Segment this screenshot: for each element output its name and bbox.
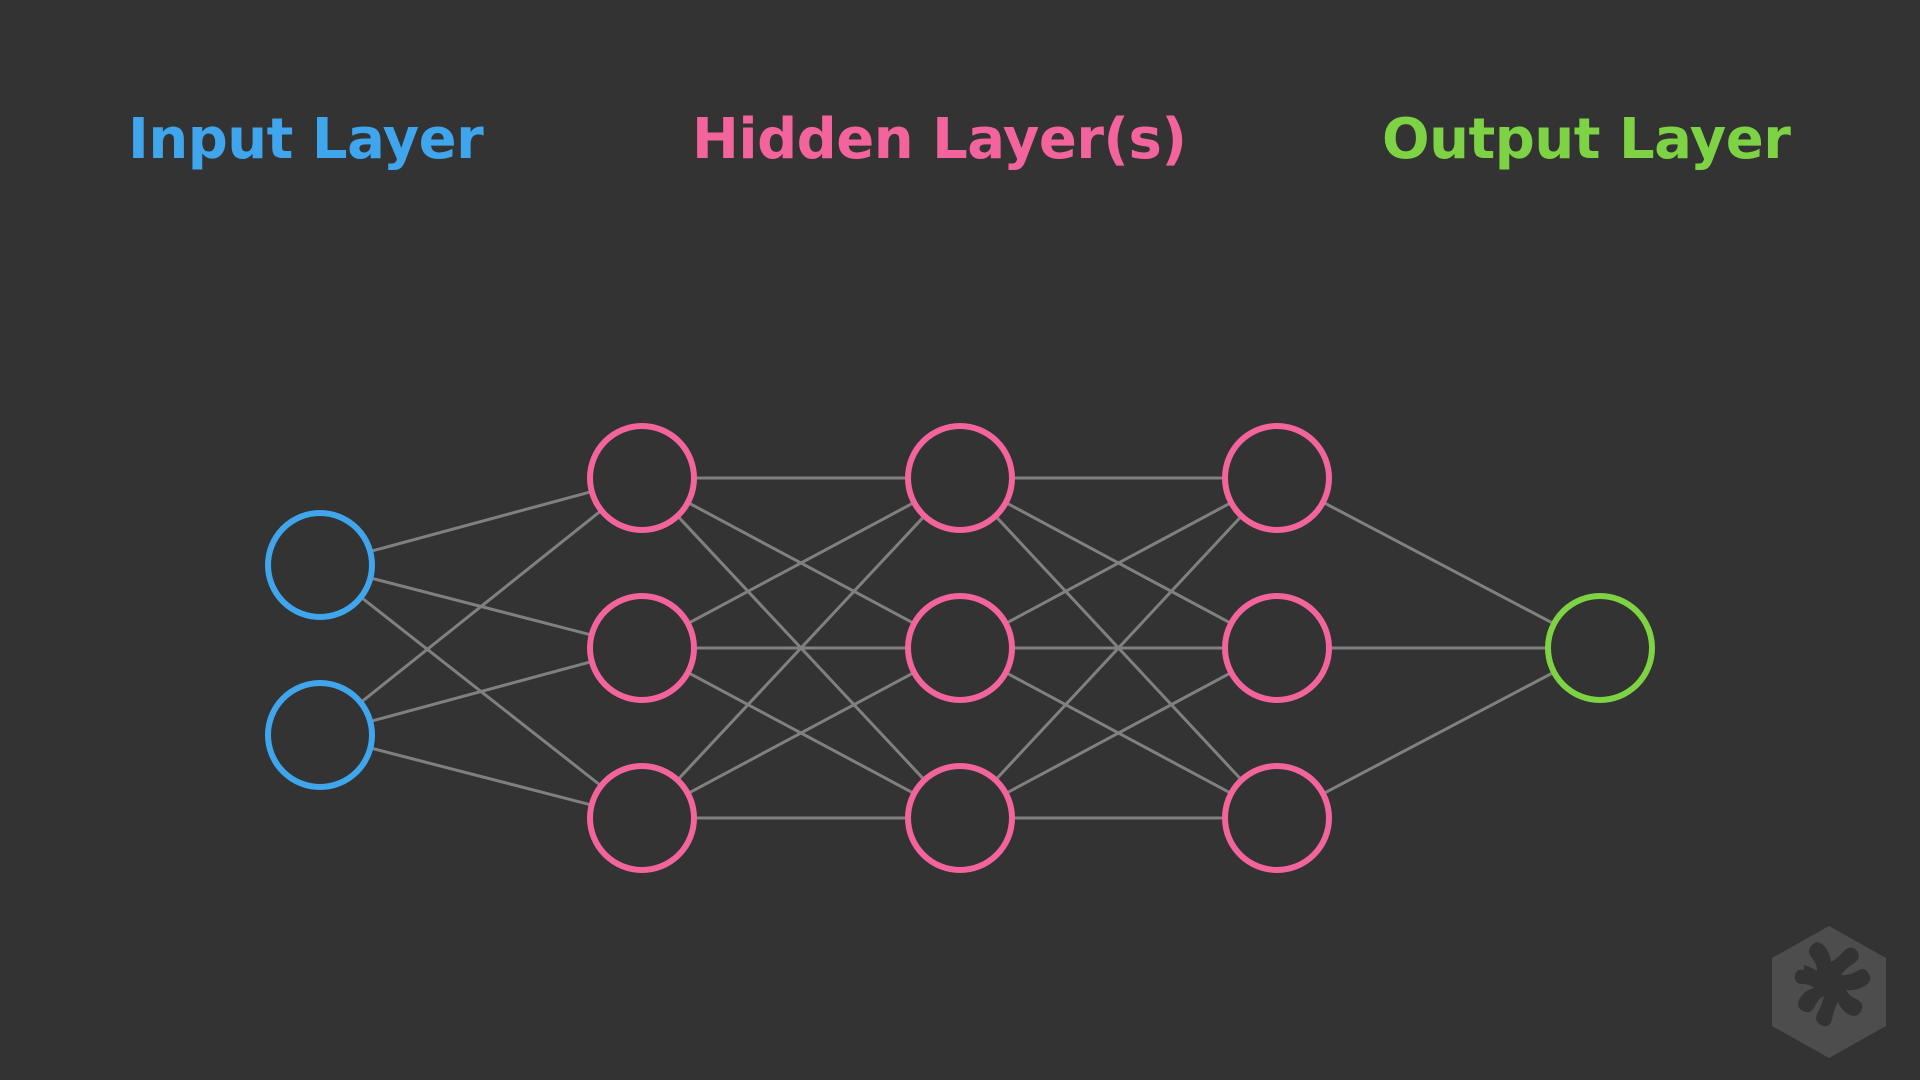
connection-edge [676, 515, 926, 781]
neuron-node-hidden-1-1[interactable] [587, 423, 697, 533]
connection-edge [1005, 501, 1232, 625]
connection-edge [687, 671, 915, 795]
node-group [265, 423, 1655, 873]
connection-edge [369, 660, 593, 723]
connection-edge [1005, 671, 1232, 795]
neuron-node-output-1[interactable] [1545, 593, 1655, 703]
neuron-node-hidden-3-1[interactable] [1222, 423, 1332, 533]
neuron-node-hidden-2-2[interactable] [905, 593, 1015, 703]
neuron-node-hidden-2-1[interactable] [905, 423, 1015, 533]
neuron-node-input-1[interactable] [265, 510, 375, 620]
connection-edge [359, 509, 603, 704]
connection-edge [994, 515, 1243, 781]
edge-group [359, 476, 1555, 820]
neuron-node-hidden-1-2[interactable] [587, 593, 697, 703]
connection-edge [369, 746, 593, 807]
neuron-node-hidden-2-3[interactable] [905, 763, 1015, 873]
neuron-node-hidden-1-3[interactable] [587, 763, 697, 873]
neuron-node-hidden-3-2[interactable] [1222, 593, 1332, 703]
connection-edge [687, 501, 915, 625]
connection-edge [1322, 501, 1555, 625]
connection-edge [1322, 671, 1555, 795]
neuron-node-input-2[interactable] [265, 680, 375, 790]
connection-edge [369, 490, 593, 553]
neuron-node-hidden-3-3[interactable] [1222, 763, 1332, 873]
